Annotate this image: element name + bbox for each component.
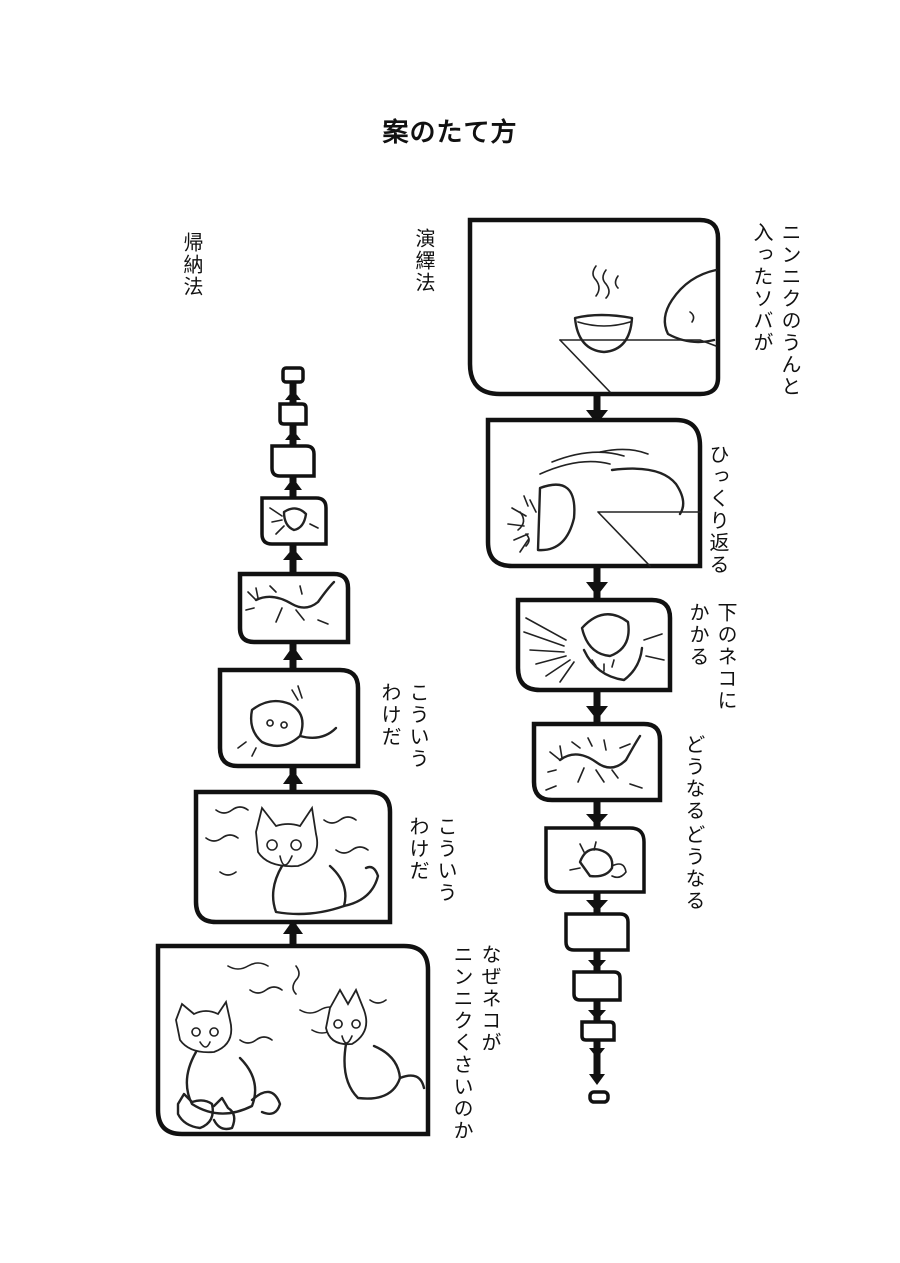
inductive-panel-1: [155, 943, 431, 1137]
deductive-panel-1: [467, 217, 721, 397]
arrow-icon: [588, 1010, 606, 1020]
arrow-icon: [586, 706, 608, 720]
deductive-caption-4: どうなる: [682, 734, 706, 822]
cat-icon: [582, 646, 644, 682]
deductive-caption-1: ニンニクのうんと 入ったソバが: [750, 222, 802, 398]
inductive-caption-2: こういう わけだ: [406, 816, 458, 904]
deductive-arrows: [586, 410, 608, 1085]
deductive-blank-box-2: [572, 970, 622, 1002]
deductive-blank-box-4: [588, 1090, 610, 1104]
inductive-caption-3: こういう わけだ: [378, 682, 430, 770]
arrow-icon: [586, 582, 608, 596]
inductive-panel-2: [193, 789, 393, 925]
deductive-panel-2: [485, 417, 703, 569]
deductive-blank-box-1: [564, 912, 630, 952]
arrow-icon: [283, 770, 303, 784]
bowl-icon: [507, 483, 576, 553]
cat-icon: [237, 685, 338, 757]
arrow-icon: [285, 390, 301, 400]
deductive-panel-4: [531, 721, 663, 803]
cat-icon: [176, 1092, 236, 1131]
bowl-icon: [559, 265, 717, 393]
bowl-icon: [580, 613, 630, 658]
deductive-method-label: 演繹法: [412, 228, 436, 294]
cat-icon: [569, 841, 627, 879]
cat-icon: [547, 734, 642, 783]
arrow-icon: [283, 548, 303, 560]
arrow-icon: [589, 1048, 605, 1058]
arrow-icon: [283, 920, 303, 934]
deductive-caption-2: ひっくり返る: [706, 444, 730, 576]
inductive-blank-box-2: [278, 402, 308, 426]
inductive-arrows: [283, 390, 303, 934]
inductive-method-label: 帰納法: [180, 232, 204, 298]
arrow-icon: [588, 960, 606, 970]
arrow-icon: [283, 646, 303, 660]
arrow-icon: [586, 814, 608, 826]
deductive-panel-3: [515, 597, 673, 693]
inductive-panel-3: [217, 667, 361, 769]
cat-icon: [255, 805, 380, 916]
bowl-icon: [282, 507, 308, 532]
arrow-icon: [285, 430, 301, 440]
inductive-blank-box-1: [270, 444, 316, 478]
arrow-icon: [586, 900, 608, 912]
inductive-blank-box-3: [281, 366, 305, 384]
cat-icon: [325, 987, 426, 1100]
arrow-icon: [284, 478, 302, 490]
cat-icon: [245, 580, 336, 623]
arrow-icon: [589, 1074, 605, 1085]
deductive-caption-3: 下のネコに かかる: [686, 602, 738, 712]
deductive-blank-box-3: [580, 1020, 616, 1042]
deductive-panel-5: [544, 826, 646, 894]
inductive-panel-5: [260, 496, 328, 546]
inductive-panel-4: [237, 571, 351, 645]
deductive-caption-5: どうなる: [682, 824, 706, 912]
arrow-icon: [586, 410, 608, 424]
inductive-caption-1: なぜネコが ニンニクくさいのか: [450, 944, 502, 1142]
cat-icon: [175, 999, 282, 1115]
page-title: 案のたて方: [382, 118, 518, 148]
